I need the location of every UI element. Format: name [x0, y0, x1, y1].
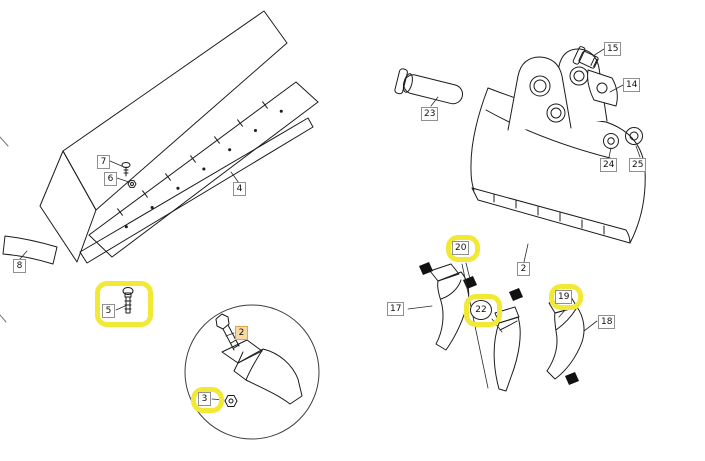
blade-left-wing-panel	[39, 150, 97, 263]
bucket-back	[605, 121, 646, 244]
callout-17[interactable]: 17	[387, 302, 405, 316]
ear-hole	[546, 103, 566, 123]
callout-24[interactable]: 24	[600, 158, 618, 172]
retainer-pin-icon	[419, 262, 433, 275]
callout-6[interactable]: 6	[104, 172, 117, 186]
bolt-icon-2	[215, 313, 240, 351]
callout-5[interactable]: 5	[102, 304, 115, 318]
retainer-pins	[419, 262, 579, 385]
bolt-icon-5	[122, 287, 134, 314]
callout-2-bucket[interactable]: 2	[517, 262, 530, 276]
callout-19[interactable]: 19	[555, 290, 573, 304]
nut-icon-3	[224, 395, 238, 407]
side-cutter-part-8	[2, 235, 58, 265]
blade-lower-strip	[79, 117, 314, 264]
bucket-tooth-inset	[233, 348, 303, 405]
callout-8[interactable]: 8	[13, 259, 26, 273]
washer-icon-25	[625, 127, 643, 145]
bucket-art	[394, 46, 646, 244]
link-plate-14	[587, 69, 618, 107]
ear-hole	[529, 75, 551, 97]
lip-bolt-ticks	[493, 193, 605, 235]
blade-edge-ticks	[117, 101, 268, 216]
callout-14[interactable]: 14	[623, 78, 641, 92]
inset-circle	[184, 304, 320, 440]
page-edge-marks	[0, 136, 9, 323]
bucket-front-edge	[470, 87, 489, 191]
tooth-adapter-17	[429, 263, 460, 282]
ear-bushing	[533, 79, 547, 93]
link-plate-hole	[596, 82, 608, 94]
nut-icon-6	[127, 180, 137, 188]
washer-icon-24	[603, 133, 619, 149]
teeth-group-art	[419, 262, 585, 392]
callout-25[interactable]: 25	[629, 158, 647, 172]
cutting-edge-blade	[88, 81, 319, 258]
retainer-pin-icon	[565, 372, 579, 385]
bucket-tooth-17	[435, 271, 470, 351]
callout-20[interactable]: 20	[452, 241, 470, 255]
blade-back-panel	[62, 10, 288, 211]
callout-3[interactable]: 3	[198, 392, 211, 406]
bucket-tooth-18	[546, 306, 585, 380]
bucket-tooth-22	[493, 316, 521, 392]
bolt-icon-15	[572, 46, 599, 69]
ear-bushing	[573, 70, 585, 82]
callout-7[interactable]: 7	[97, 155, 110, 169]
callout-22[interactable]: 22	[470, 300, 492, 320]
callout-15[interactable]: 15	[604, 42, 622, 56]
blade-assembly-art	[2, 10, 319, 314]
bolt-icon-7	[121, 162, 131, 177]
callout-4[interactable]: 4	[233, 182, 246, 196]
pivot-pin-23	[394, 68, 464, 105]
retainer-pin-icon	[509, 288, 523, 301]
ear-bushing	[550, 107, 562, 119]
bucket-inner-curve	[485, 109, 611, 159]
callout-23[interactable]: 23	[421, 107, 439, 121]
callout-18[interactable]: 18	[598, 315, 616, 329]
tooth-detail-inset	[184, 304, 320, 440]
callout-2-inset[interactable]: 2	[235, 326, 248, 340]
bucket-ear-front	[507, 56, 572, 131]
bucket-lip-band	[471, 187, 631, 244]
blade-bolt-holes	[124, 109, 283, 229]
